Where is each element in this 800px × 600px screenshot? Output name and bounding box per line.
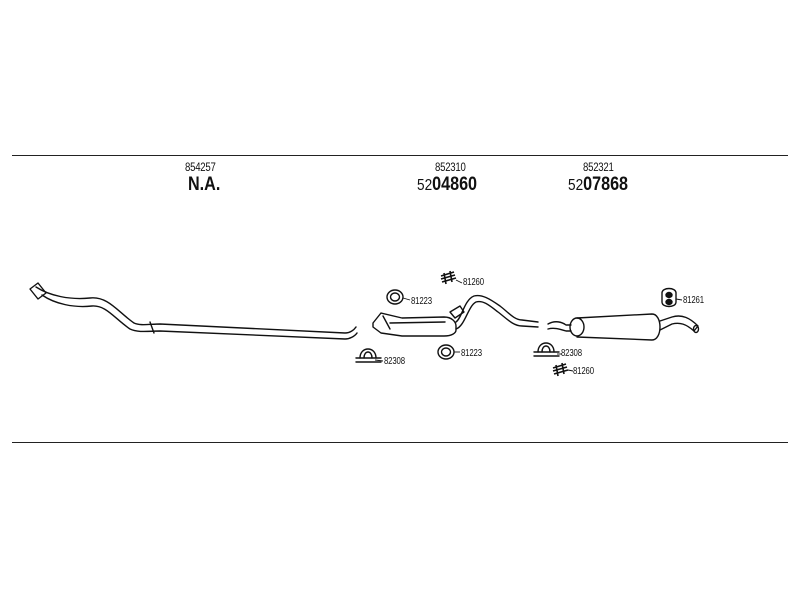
rear-silencer-part-number: 852321 (583, 160, 614, 174)
middle-silencer-ref-prefix: 52 (417, 177, 433, 194)
middle-silencer-ref: 5204860 (417, 174, 477, 196)
pipe-clamp-82308-mid (355, 348, 382, 363)
front-pipe-ref: N.A. (188, 174, 221, 195)
rear-silencer-ref-prefix: 52 (568, 177, 584, 194)
seal-ring-81223-top (386, 289, 404, 305)
front-pipe (29, 282, 358, 340)
rear-silencer-ref-number: 07868 (583, 174, 629, 195)
middle-silencer-part-number: 852310 (435, 160, 466, 174)
top-divider-line (12, 155, 788, 156)
seal-ring-81223-bottom (437, 344, 455, 360)
pipe-clamp-82308-rear (533, 342, 560, 357)
rear-silencer-ref: 5207868 (568, 174, 628, 196)
rubber-hanger-81261 (661, 287, 677, 308)
callout-81223-top: 81223 (411, 296, 432, 307)
front-pipe-part-number: 854257 (185, 160, 216, 174)
callout-81261: 81261 (683, 295, 704, 306)
callout-81260-top: 81260 (463, 277, 484, 288)
rear-silencer (547, 313, 700, 341)
callout-81223-bottom: 81223 (461, 348, 482, 359)
mounting-bracket-81260-rear (552, 362, 569, 377)
callout-81260-rear: 81260 (573, 366, 594, 377)
middle-silencer (372, 294, 539, 337)
middle-silencer-ref-number: 04860 (432, 174, 478, 195)
callout-82308-mid: 82308 (384, 356, 405, 367)
mounting-bracket-81260-top (440, 270, 457, 285)
bottom-divider-line (12, 442, 788, 443)
callout-82308-rear: 82308 (561, 348, 582, 359)
